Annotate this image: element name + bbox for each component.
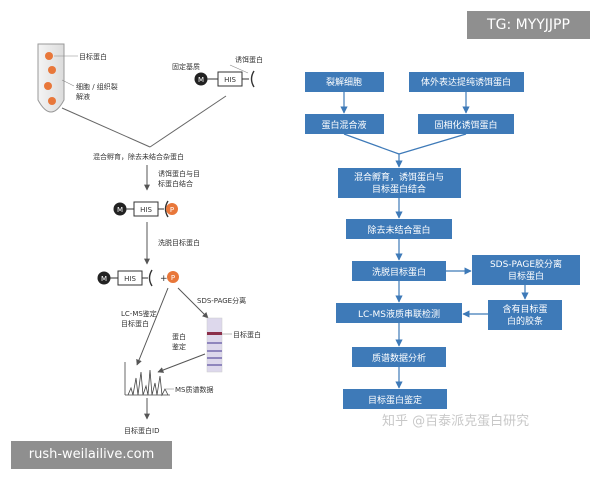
box-gel-label: 含有目标蛋 [502,303,547,315]
target-protein-dot [167,271,179,283]
box-remove-label: 除去未结合蛋白 [367,224,430,236]
box-incubate-label: 目标蛋白结合 [372,183,426,195]
box-elute [352,261,446,281]
matrix-bead-label: M [101,275,107,283]
box-identify-label: 目标蛋白鉴定 [368,394,422,406]
box-lcms [336,303,462,323]
bait-target-bind-label: 标蛋白结合 [158,179,193,188]
matrix-bead [97,271,111,285]
target-protein-label: 目标蛋白 [79,52,107,61]
box-sds-label: 目标蛋白 [508,270,544,282]
box-immobilize-label: 固相化诱饵蛋白 [434,119,497,131]
protein-id-label: 蛋白 [172,332,186,341]
box-sds-label: SDS-PAGE胶分离 [490,258,562,270]
lcms-id-label: LC-MS鉴定 [121,309,157,318]
box-mixture-label: 蛋白混合液 [321,119,366,131]
his-tag-label: HIS [224,76,236,84]
box-elute-label: 洗脱目标蛋白 [372,266,426,278]
box-mixture [305,114,384,134]
gel-lane [206,317,223,373]
matrix-bead-label: M [117,206,123,214]
matrix-bead-label: M [198,76,204,84]
protein-dot [44,82,52,90]
his-tag-label: HIS [140,206,152,214]
box-lysis [305,72,384,92]
box-remove [346,219,452,239]
matrix-bead [194,72,208,86]
target-protein-dot-label: P [171,274,175,282]
box-identify [343,389,447,409]
ms-data-label: MS质谱数据 [175,385,213,394]
solid-matrix-label: 固定基质 [172,62,200,71]
protein-dot [48,97,56,105]
box-sds [472,255,580,285]
target-protein-dot [166,203,178,215]
right-flowchart: 裂解细胞 体外表达提纯诱饵蛋白 蛋白混合液 固相化诱饵蛋白 混合孵育，诱饵蛋白与… [305,72,580,409]
test-tube [37,43,65,113]
box-express-purify [409,72,524,92]
bait-receptor [164,200,169,218]
cell-lysate-label: 细胞 / 组织裂 [76,82,118,91]
his-tag-label: HIS [124,275,136,283]
box-ms-analysis [352,347,446,367]
target-band-label: 目标蛋白 [233,330,261,339]
tg-watermark: TG: MYYJJPP [467,11,590,39]
protein-id-label: 鉴定 [172,342,186,351]
gel-band [207,332,222,335]
target-id-label: 目标蛋白ID [124,426,159,435]
box-lcms-label: LC-MS液质串联检测 [358,308,440,320]
bait-target-bind-label: 诱饵蛋白与目 [158,169,200,178]
sds-page-label: SDS-PAGE分离 [197,296,246,305]
protein-dot [45,52,53,60]
box-incubate-label: 混合孵育，诱饵蛋白与 [354,171,444,183]
box-gel-label: 白的胶条 [507,315,543,327]
left-schematic: 目标蛋白 细胞 / 组织裂 解液 固定基质 诱饵蛋白 M HIS 混合孵育，除去… [37,43,263,435]
ms-spectrum [124,362,170,397]
bait-protein-label: 诱饵蛋白 [235,55,263,64]
box-incubate [338,168,461,198]
elute-label: 洗脱目标蛋白 [158,238,200,247]
cell-lysate-label: 解液 [76,92,90,101]
plus-sign: + [160,274,168,284]
matrix-bead [113,202,127,216]
box-immobilize [418,114,514,134]
bait-receptor [250,70,255,88]
bait-receptor [148,269,153,287]
protein-dot [48,66,56,74]
box-gel [488,300,562,330]
box-ms-analysis-label: 质谱数据分析 [372,352,426,364]
target-protein-dot-label: P [170,206,174,214]
box-lysis-label: 裂解细胞 [326,76,362,88]
mix-incubate-label: 混合孵育，除去未结合杂蛋白 [93,152,184,161]
zhihu-watermark: 知乎 @百泰派克蛋白研究 [382,414,530,429]
box-express-purify-label: 体外表达提纯诱饵蛋白 [421,76,511,88]
lcms-id-label: 目标蛋白 [121,319,149,328]
site-watermark: rush-weilailive.com [11,441,172,469]
